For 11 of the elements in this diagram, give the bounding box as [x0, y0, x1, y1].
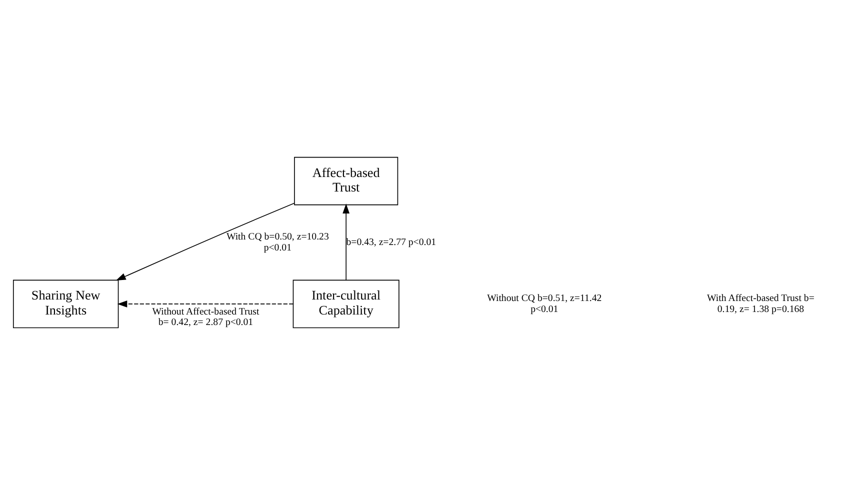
label: Without CQ b=0.51, z=11.42 p<0.01: [487, 293, 602, 315]
node-box: Affect-based Trust: [294, 156, 398, 206]
arrow: [116, 202, 295, 281]
node-box: Sharing New Insights: [12, 280, 119, 328]
arrow: [117, 300, 294, 308]
edge-label: Without Affect-based Trust b= 0.42, z= 2.87 p<0.01: [152, 306, 260, 328]
label: With Affect-based Trust b= 0.19, z= 1.38 p=0.168: [707, 293, 814, 315]
node-box: Inter-cultural Capability: [292, 280, 400, 328]
edge-label: With CQ b=0.50, z=10.23 p<0.01: [226, 232, 329, 254]
arrow: [342, 204, 350, 280]
edge-label: b=0.43, z=2.77 p<0.01: [346, 237, 436, 248]
